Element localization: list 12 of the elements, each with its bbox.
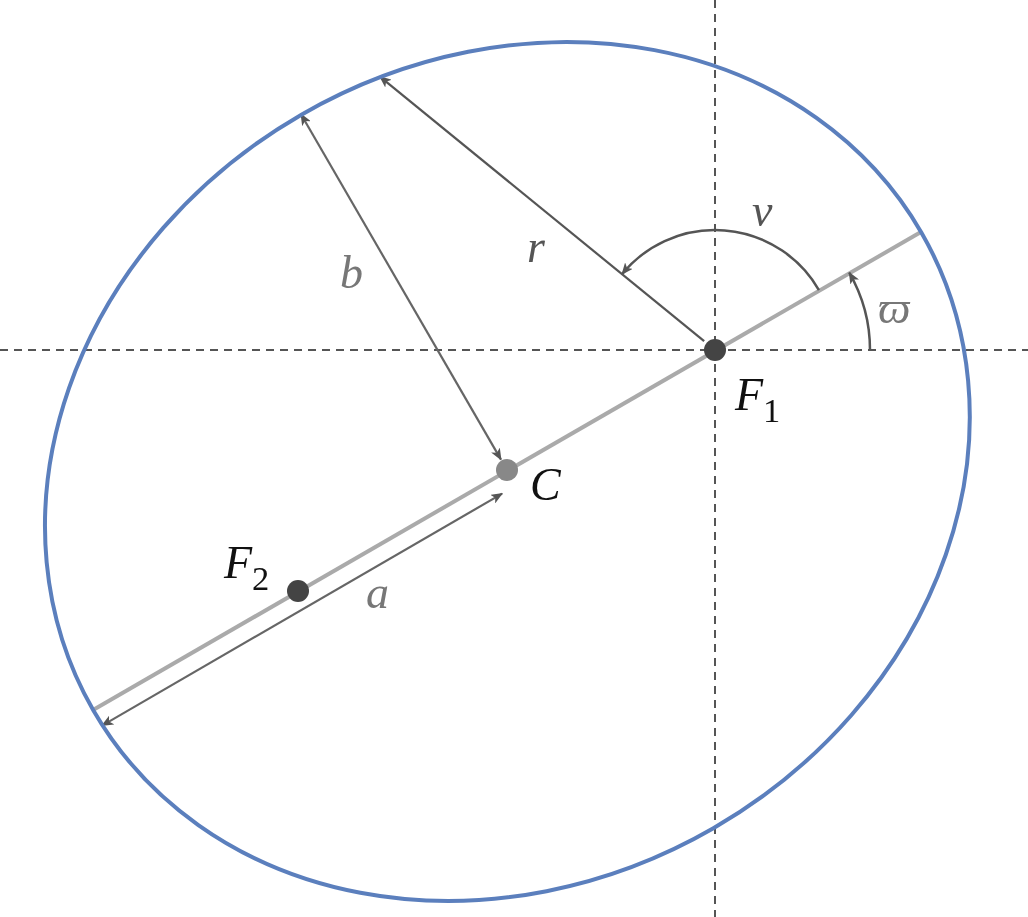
arrow	[300, 113, 502, 461]
arrow	[101, 492, 503, 727]
edge-label: a	[366, 570, 389, 616]
orbit-ellipse	[42, 39, 972, 903]
edge-label: r	[527, 224, 545, 270]
point-label: F$_{1}$	[735, 372, 781, 428]
angle-label: ϖ	[878, 285, 911, 331]
point-label: F$_{2}$	[224, 540, 270, 596]
edge-label: b	[340, 250, 363, 296]
point-label: C	[530, 462, 561, 508]
arrow	[379, 75, 705, 342]
angle-label: v	[752, 188, 773, 234]
